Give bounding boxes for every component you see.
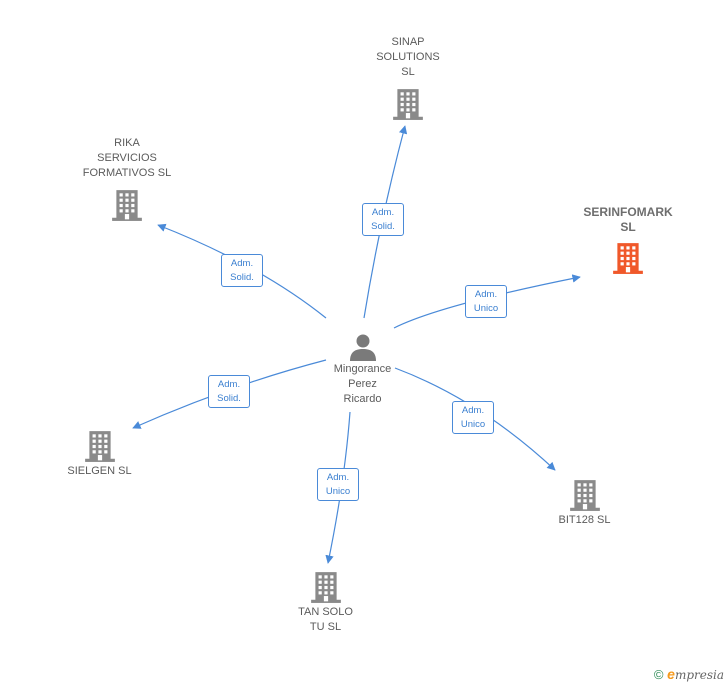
person-icon [349,334,376,361]
role-label-tansolo: Adm. Unico [317,468,359,501]
role-label-serinfomark: Adm. Unico [465,285,507,318]
building-icon [309,569,343,605]
building-icon [611,240,645,276]
empresia-watermark: © empresia [654,666,724,682]
brand-name: mpresia [674,668,724,682]
company-node-rika[interactable]: RIKA SERVICIOS FORMATIVOS SL [72,136,182,223]
edge-serinfomark [393,274,581,329]
role-label-bit128: Adm. Unico [452,401,494,434]
building-icon [83,428,117,464]
company-label-rika: RIKA SERVICIOS FORMATIVOS SL [82,137,172,179]
person-label: Mingorance Perez Ricardo [333,363,392,405]
company-node-sielgen[interactable]: SIELGEN SL [52,428,147,479]
role-label-sinap: Adm. Solid. [362,203,404,236]
person-node[interactable]: Mingorance Perez Ricardo [315,332,410,407]
role-label-rika: Adm. Solid. [221,254,263,287]
company-label-sinap: SINAP SOLUTIONS SL [376,36,440,78]
company-node-serinfomark[interactable]: SERINFOMARK SL [574,205,682,276]
company-label-serinfomark: SERINFOMARK SL [583,205,673,234]
company-node-bit128[interactable]: BIT128 SL [537,477,632,528]
role-label-sielgen: Adm. Solid. [208,375,250,408]
copyright-symbol: © [653,667,664,682]
company-label-sielgen: SIELGEN SL [67,465,132,477]
company-node-tansolo[interactable]: TAN SOLO TU SL [278,569,373,635]
company-label-tansolo: TAN SOLO TU SL [298,606,353,633]
brand-logo-e: e [667,666,675,682]
building-icon [568,477,602,513]
building-icon [110,187,144,223]
company-node-sinap[interactable]: SINAP SOLUTIONS SL [362,35,454,122]
building-icon [391,86,425,122]
company-label-bit128: BIT128 SL [558,514,611,526]
